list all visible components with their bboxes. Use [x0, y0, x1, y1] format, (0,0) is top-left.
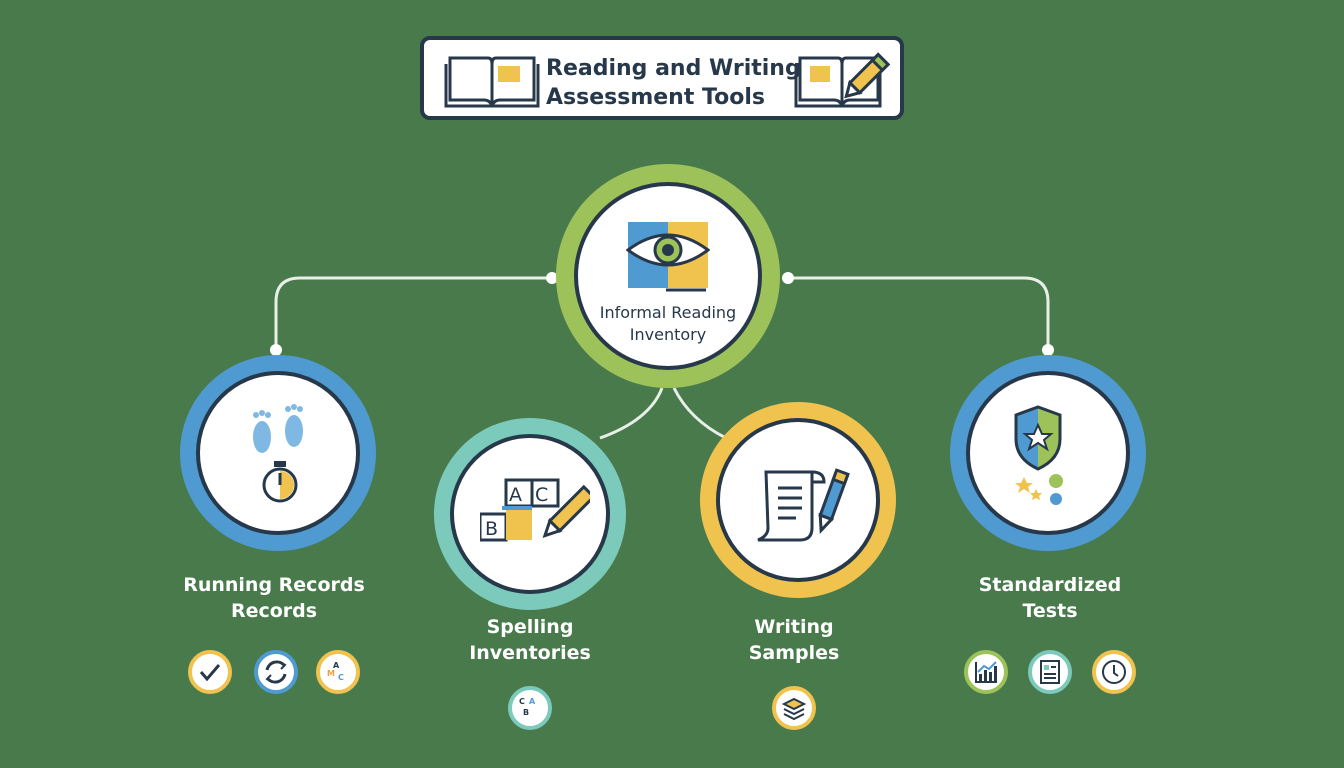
checkmark-badge: [188, 650, 232, 694]
writing-label-line-2: Samples: [748, 642, 840, 664]
running-records-node-inner: [196, 371, 360, 535]
standardized-node-inner: [966, 371, 1130, 535]
checkmark-icon: [199, 664, 221, 682]
layers-badge: [772, 686, 816, 730]
center-node: Informal Reading Inventory: [556, 164, 780, 388]
running-records-node: [180, 355, 376, 551]
test-paper-badge: [1028, 650, 1072, 694]
abc-badge-letter-m: M: [327, 669, 335, 678]
center-node-inner: Informal Reading Inventory: [574, 182, 762, 370]
eye-book-icon: [626, 222, 710, 292]
block-letter-a: A: [509, 484, 522, 506]
cab-badge-letter-b: B: [523, 708, 530, 717]
shield-star-icon: [1014, 405, 1063, 505]
footprints-stopwatch-icon: [253, 404, 303, 503]
title-box: Reading and Writing Assessment Tools: [420, 36, 904, 120]
test-paper-icon: [1040, 660, 1060, 684]
title-line-2: Assessment Tools: [546, 85, 765, 110]
standardized-node: [950, 355, 1146, 551]
open-book-icon: [444, 56, 540, 108]
block-letter-b: B: [485, 518, 499, 540]
center-label-line-2: Inventory: [629, 325, 707, 344]
standardized-label: Standardized Tests: [930, 572, 1170, 624]
scroll-pen-icon: [757, 468, 850, 542]
refresh-icon: [265, 660, 287, 684]
bar-chart-icon: [975, 661, 997, 683]
abc-badge-letter-c: C: [338, 673, 344, 682]
bar-chart-badge: [964, 650, 1008, 694]
spelling-label-line-2: Inventories: [469, 642, 591, 664]
running-records-label-line-1: Running Records: [183, 574, 365, 596]
writing-label: Writing Samples: [674, 614, 914, 666]
spelling-label: Spelling Inventories: [410, 614, 650, 666]
writing-node: [700, 402, 896, 598]
spelling-node: A C B: [434, 418, 626, 610]
abc-blocks-pencil-icon: [480, 478, 590, 542]
writing-label-line-1: Writing: [754, 616, 834, 638]
letter-blocks-badge: C A B: [508, 686, 552, 730]
running-records-label-line-2: Records: [230, 600, 318, 622]
running-records-label: Running Records Records: [154, 572, 394, 624]
writing-node-inner: [716, 418, 880, 582]
block-letter-c: C: [535, 484, 549, 506]
center-label-line-1: Informal Reading: [599, 303, 737, 322]
clock-badge: [1092, 650, 1136, 694]
layers-icon: [781, 697, 807, 721]
standardized-label-line-2: Tests: [1022, 600, 1078, 622]
cab-badge-letter-a: A: [529, 697, 536, 706]
spelling-label-line-1: Spelling: [486, 616, 574, 638]
clock-icon: [1102, 660, 1126, 684]
spelling-node-inner: A C B: [450, 434, 610, 594]
center-label: Informal Reading Inventory: [578, 302, 758, 346]
abc-badge-letter-a: A: [333, 661, 340, 670]
book-pencil-icon: [794, 52, 891, 108]
title-line-1: Reading and Writing: [546, 56, 801, 81]
standardized-label-line-1: Standardized: [978, 574, 1122, 596]
refresh-badge: [254, 650, 298, 694]
cab-badge-letter-c: C: [519, 697, 525, 706]
abc-letters-badge: A M C: [316, 650, 360, 694]
title-text: Reading and Writing Assessment Tools: [546, 54, 801, 112]
